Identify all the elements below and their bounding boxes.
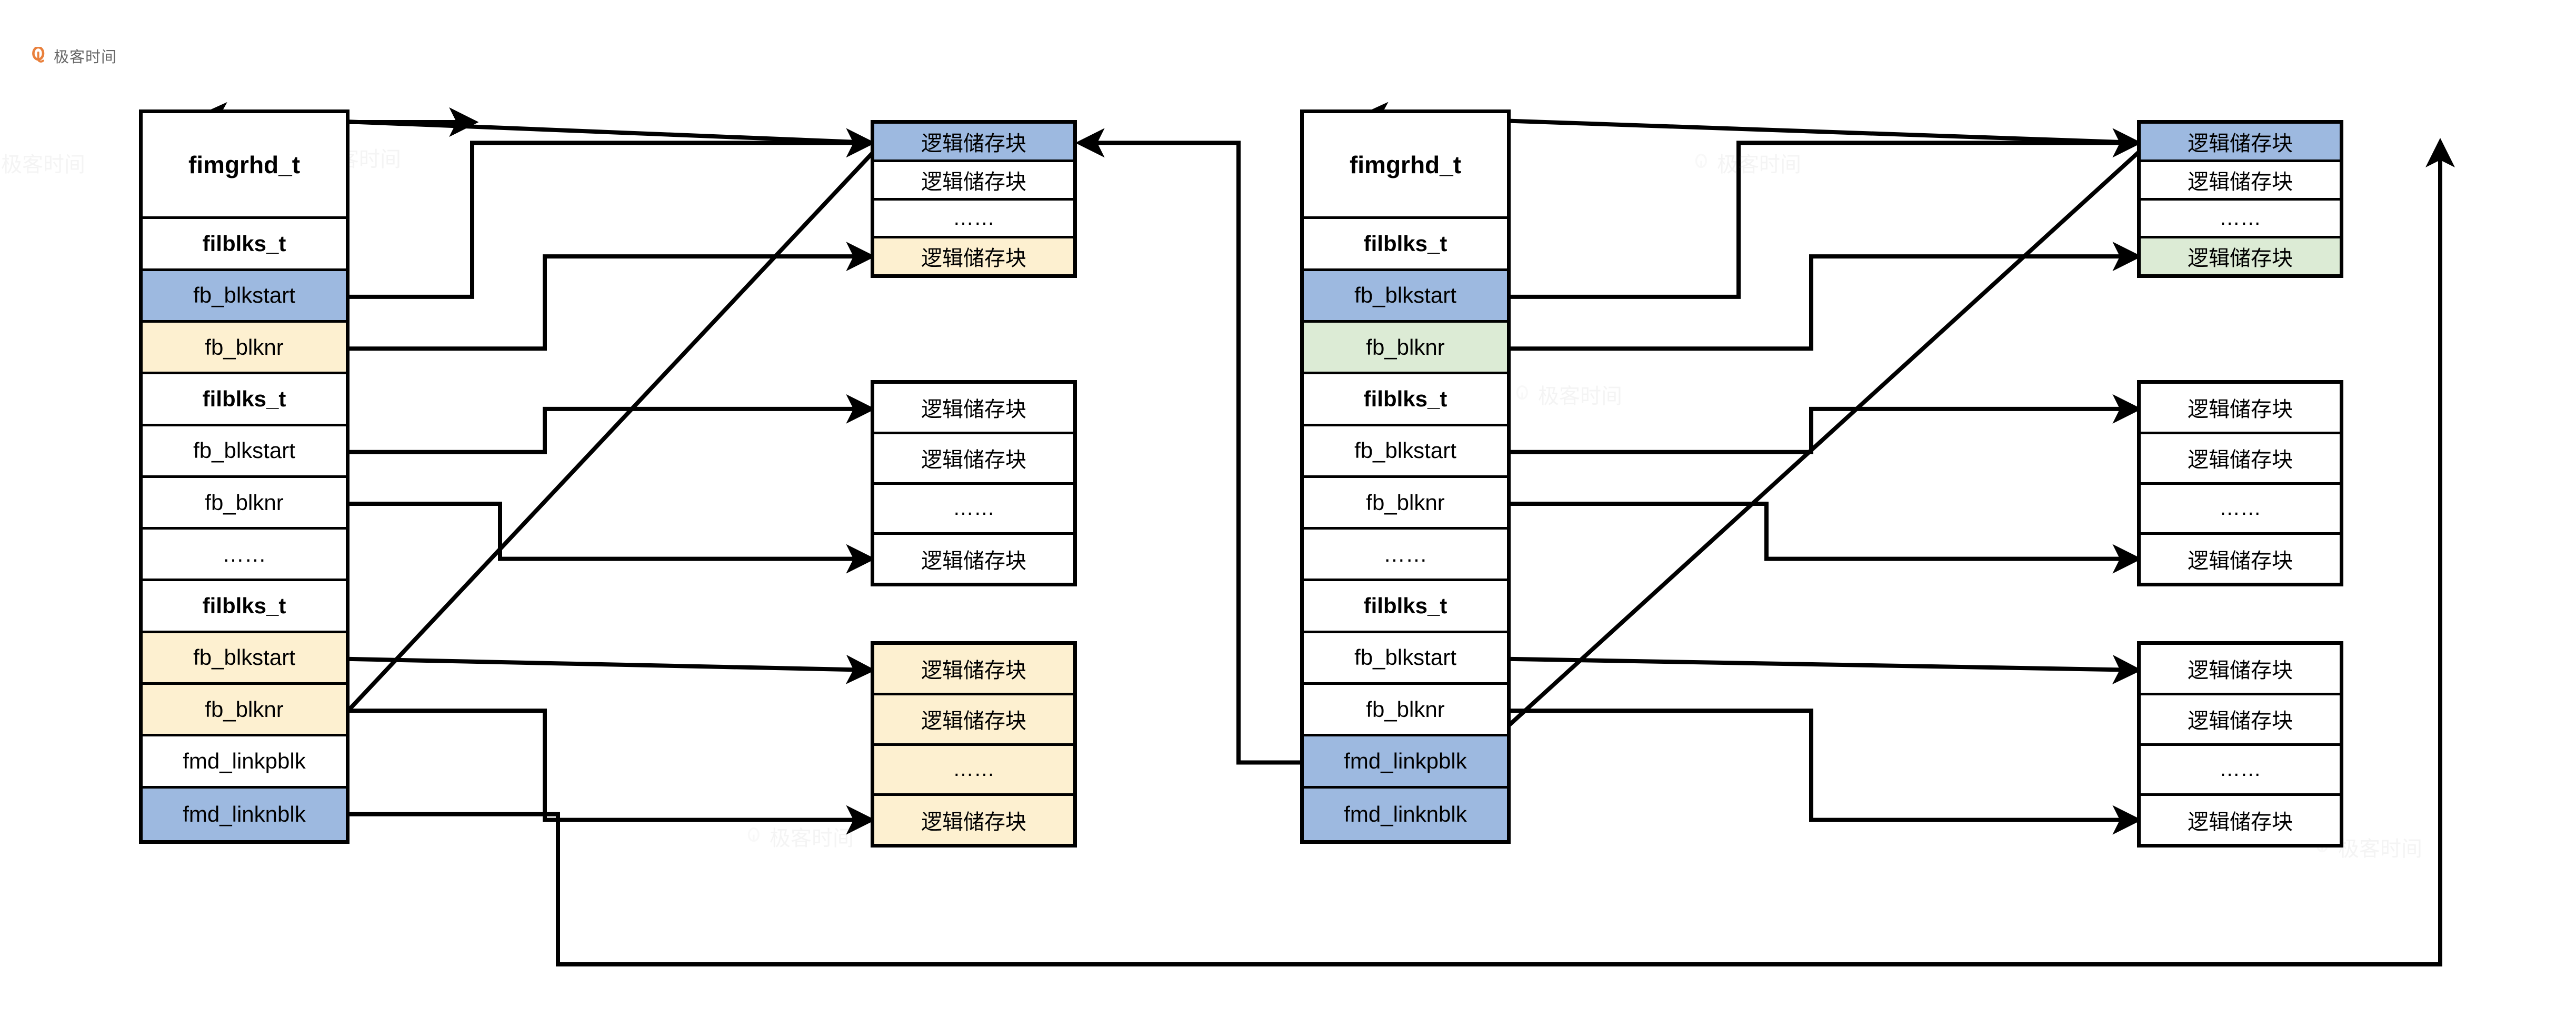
struct-row-fmd_linkpblk: fmd_linkpblk	[1304, 736, 1507, 789]
right-storage-block-group-1: 逻辑储存块逻辑储存块……逻辑储存块	[2137, 120, 2343, 278]
storage-block-row: 逻辑储存块	[874, 645, 1073, 695]
struct-row-fb_blknr: fb_blknr	[1304, 685, 1507, 737]
storage-block-row: 逻辑储存块	[2141, 695, 2340, 746]
storage-block-row: 逻辑储存块	[874, 124, 1073, 162]
struct-row-fb_blknr: fb_blknr	[1304, 323, 1507, 375]
storage-block-row: 逻辑储存块	[2141, 434, 2340, 485]
struct-row-fimgrhd_t: fimgrhd_t	[143, 113, 346, 220]
left-storage-block-group-3: 逻辑储存块逻辑储存块……逻辑储存块	[871, 641, 1077, 847]
struct-row-filblks_t: filblks_t	[1304, 581, 1507, 633]
struct-row-fimgrhd_t: fimgrhd_t	[1304, 113, 1507, 220]
storage-block-row: 逻辑储存块	[874, 796, 1073, 844]
struct-row-filblks_t: filblks_t	[1304, 374, 1507, 426]
right-storage-block-group-2: 逻辑储存块逻辑储存块……逻辑储存块	[2137, 380, 2343, 586]
struct-row-fb_blkstart: fb_blkstart	[1304, 633, 1507, 685]
storage-block-row: 逻辑储存块	[2141, 796, 2340, 844]
storage-block-row: 逻辑储存块	[2141, 535, 2340, 583]
storage-block-row: 逻辑储存块	[874, 384, 1073, 434]
left-storage-block-group-1: 逻辑储存块逻辑储存块……逻辑储存块	[871, 120, 1077, 278]
storage-block-row: 逻辑储存块	[874, 535, 1073, 583]
storage-block-row: 逻辑储存块	[874, 434, 1073, 485]
struct-row-fb_blknr: fb_blknr	[143, 323, 346, 375]
struct-row-fb_blkstart: fb_blkstart	[143, 426, 346, 478]
struct-row-fb_blknr: fb_blknr	[1304, 477, 1507, 530]
struct-row-filblks_t: filblks_t	[143, 374, 346, 426]
storage-block-row: 逻辑储存块	[874, 695, 1073, 746]
storage-block-ellipsis-row: ……	[2141, 484, 2340, 535]
struct-row-filblks_t: filblks_t	[143, 581, 346, 633]
storage-block-row: 逻辑储存块	[2141, 162, 2340, 201]
struct-row-fmd_linknblk: fmd_linknblk	[1304, 788, 1507, 840]
storage-block-ellipsis-row: ……	[874, 200, 1073, 239]
left-storage-block-group-2: 逻辑储存块逻辑储存块……逻辑储存块	[871, 380, 1077, 586]
storage-block-ellipsis-row: ……	[874, 484, 1073, 535]
storage-block-row: 逻辑储存块	[2141, 384, 2340, 434]
struct-row-fmd_linkpblk: fmd_linkpblk	[143, 736, 346, 789]
struct-row-fb_blkstart: fb_blkstart	[143, 633, 346, 685]
storage-block-row: 逻辑储存块	[2141, 645, 2340, 695]
right-storage-block-group-3: 逻辑储存块逻辑储存块……逻辑储存块	[2137, 641, 2343, 847]
storage-block-row: 逻辑储存块	[2141, 124, 2340, 162]
storage-block-ellipsis-row: ……	[2141, 745, 2340, 796]
storage-block-row: 逻辑储存块	[874, 162, 1073, 201]
struct-row-fb_blknr: fb_blknr	[143, 685, 346, 737]
storage-block-row: 逻辑储存块	[2141, 238, 2340, 274]
struct-row-fb_blkstart: fb_blkstart	[143, 271, 346, 323]
struct-row-fmd_linknblk: fmd_linknblk	[143, 788, 346, 840]
struct-row-: ……	[1304, 530, 1507, 582]
storage-block-row: 逻辑储存块	[874, 238, 1073, 274]
storage-block-ellipsis-row: ……	[2141, 200, 2340, 239]
struct-row-fb_blkstart: fb_blkstart	[1304, 426, 1507, 478]
storage-block-ellipsis-row: ……	[874, 745, 1073, 796]
struct-row-filblks_t: filblks_t	[1304, 219, 1507, 271]
struct-row-fb_blknr: fb_blknr	[143, 477, 346, 530]
struct-row-fb_blkstart: fb_blkstart	[1304, 271, 1507, 323]
struct-row-filblks_t: filblks_t	[143, 219, 346, 271]
struct-row-: ……	[143, 530, 346, 582]
